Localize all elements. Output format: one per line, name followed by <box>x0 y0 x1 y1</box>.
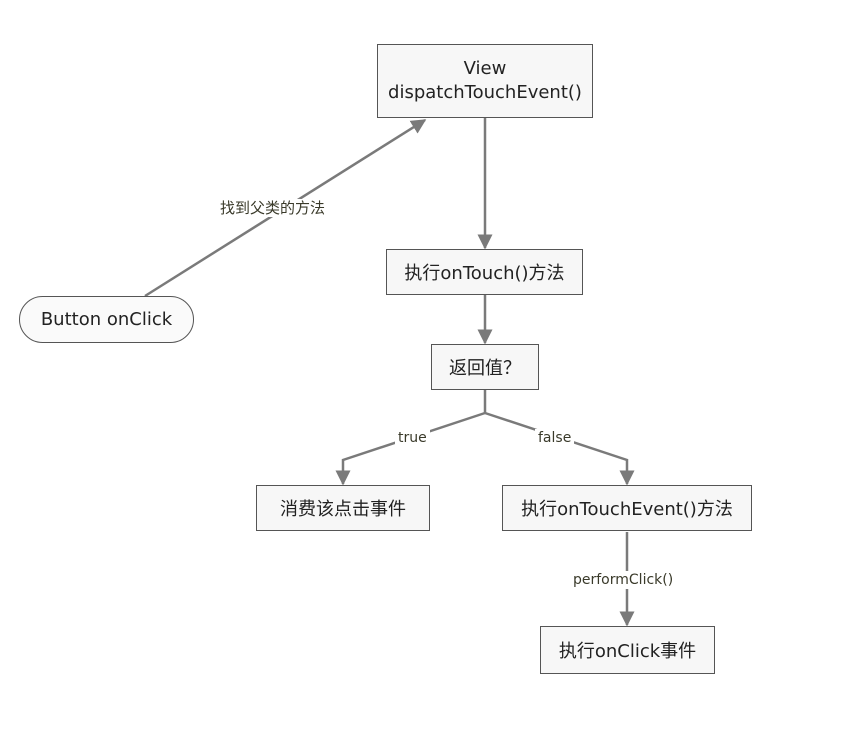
node-on-touch: 执行onTouch()方法 <box>386 249 583 295</box>
node-on-click: 执行onClick事件 <box>540 626 715 674</box>
node-view-title: View <box>463 58 507 79</box>
node-consume-event: 消费该点击事件 <box>256 485 430 531</box>
edge-label-find-parent: 找到父类的方法 <box>217 199 329 217</box>
edge-false-branch <box>484 411 635 486</box>
edge-label-perform-click: performClick() <box>570 571 677 589</box>
edge-label-false: false <box>535 429 575 447</box>
node-on-click-label: 执行onClick事件 <box>558 641 697 662</box>
edge-true-branch <box>335 411 486 486</box>
node-view-dispatch: View dispatchTouchEvent() <box>377 44 593 118</box>
node-return-value: 返回值？ <box>431 344 539 390</box>
node-on-touch-label: 执行onTouch()方法 <box>404 263 565 284</box>
node-view-method: dispatchTouchEvent() <box>388 82 582 103</box>
node-consume-event-label: 消费该点击事件 <box>280 499 406 520</box>
node-return-value-label: 返回值？ <box>449 358 521 379</box>
edge-label-true: true <box>395 429 430 447</box>
node-button-onclick: Button onClick <box>19 296 194 343</box>
node-on-touch-event-label: 执行onTouchEvent()方法 <box>521 499 733 520</box>
node-on-touch-event: 执行onTouchEvent()方法 <box>502 485 752 531</box>
node-button-onclick-label: Button onClick <box>40 309 173 330</box>
